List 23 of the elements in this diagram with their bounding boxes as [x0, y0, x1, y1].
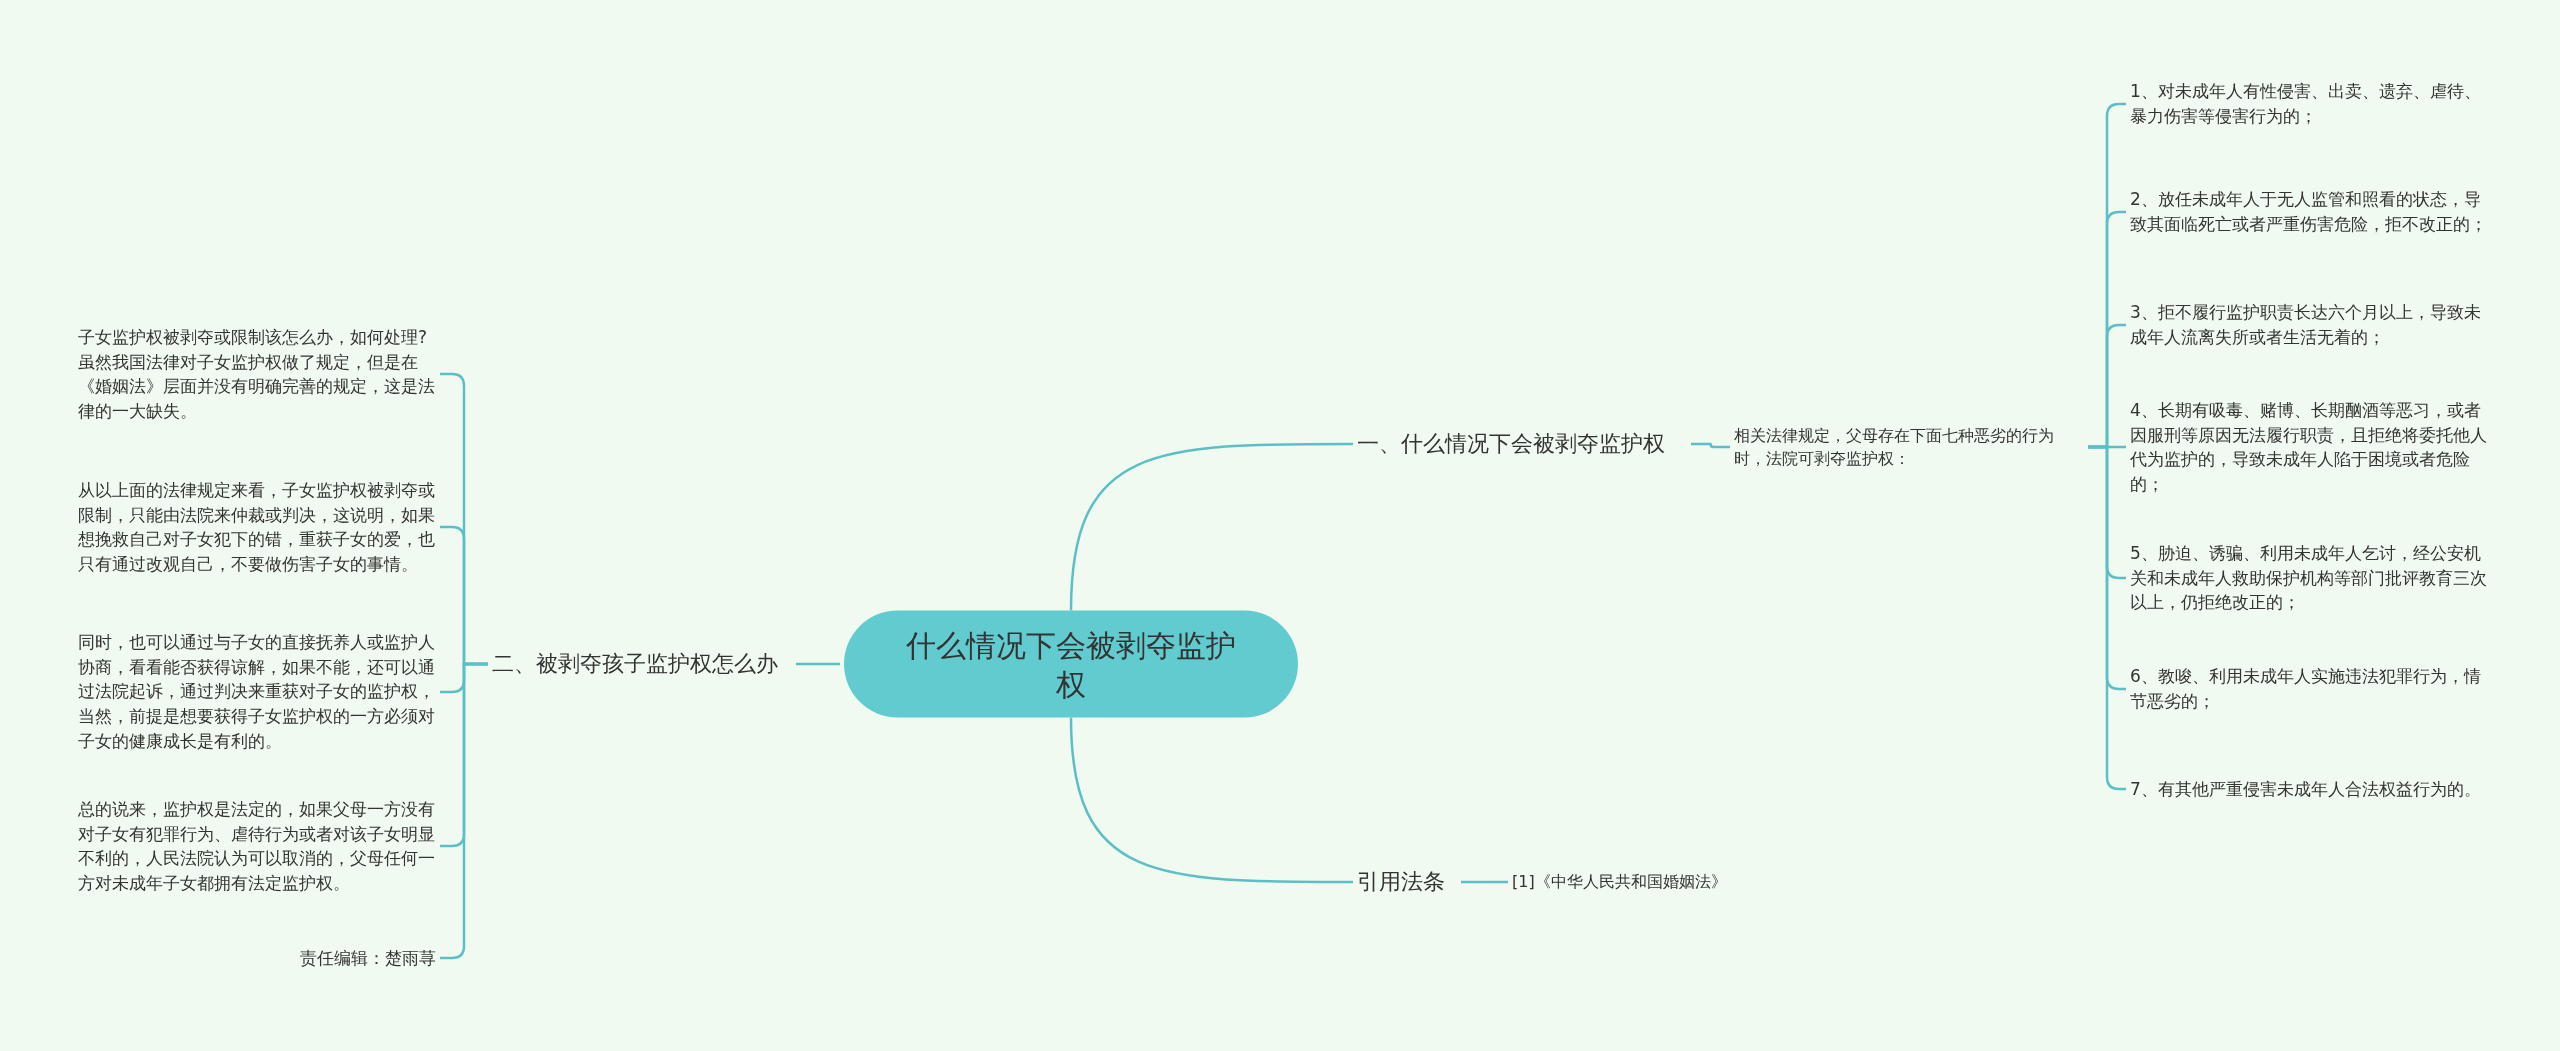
branch-topic-text: 一、什么情况下会被剥夺监护权: [1357, 429, 1666, 458]
note-text: 6、教唆、利用未成年人实施违法犯罪行为，情节恶劣的；: [2130, 665, 2482, 713]
connector-line: [1461, 880, 1508, 884]
branch-topic-text: 二、被剥夺孩子监护权怎么办: [492, 649, 779, 678]
connector-line: [796, 662, 840, 666]
connector-line: [1069, 717, 1353, 884]
note-text: 责任编辑：楚雨荨: [299, 946, 436, 970]
note-text: 5、胁迫、诱骗、利用未成年人乞讨，经公安机关和未成年人救助保护机构等部门批评教育三次以上，仍拒绝改正的；: [2130, 542, 2488, 615]
note-text: 1、对未成年人有性侵害、出卖、遗弃、虐待、暴力伤害等侵害行为的；: [2130, 80, 2482, 128]
note-text: 同时，也可以通过与子女的直接抚养人或监护人协商，看看能否获得谅解，如果不能，还可以通过法院起诉，通过判决来重获对子女的监护权，当然，前提是想要获得子女监护权的一方必须对子女的健康成长是有利的。: [78, 631, 436, 753]
note-text: 2、放任未成年人于无人监管和照看的状态，导致其面临死亡或者严重伤害危险，拒不改正的；: [2130, 188, 2488, 236]
note-text: 3、拒不履行监护职责长达六个月以上，导致未成年人流离失所或者生活无着的；: [2130, 301, 2482, 349]
note-text: 子女监护权被剥夺或限制该怎么办，如何处理?虽然我国法律对子女监护权做了规定，但是在《婚姻法》层面并没有明确完善的规定，这是法律的一大缺失。: [78, 325, 436, 423]
note-text: 总的说来，监护权是法定的，如果父母一方没有对子女有犯罪行为、虐待行为或者对该子女明显不利的，人民法院认为可以取消的，父母任何一方对未成年子女都拥有法定监护权。: [78, 797, 436, 895]
note-text: 相关法律规定，父母存在下面七种恶劣的行为时，法院可剥夺监护权：: [1734, 424, 2055, 470]
connector-line: [1069, 442, 1353, 611]
note-text: [1]《中华人民共和国婚姻法》: [1512, 871, 1728, 894]
branch-topic-text: 引用法条: [1357, 867, 1446, 896]
note-text: 7、有其他严重侵害未成年人合法权益行为的。: [2130, 777, 2482, 801]
connector-line: [1691, 442, 1730, 449]
note-text: 4、长期有吸毒、赌博、长期酗酒等恶习，或者因服刑等原因无法履行职责，且拒绝将委托他人代为监护的，导致未成年人陷于困境或者危险的；: [2130, 398, 2488, 496]
note-text: 从以上面的法律规定来看，子女监护权被剥夺或限制，只能由法院来仲裁或判决，这说明，如果想挽救自己对子女犯下的错，重获子女的爱，也只有通过改观自己，不要做伤害子女的事情。: [78, 478, 436, 576]
central-topic-text: 什么情况下会被剥夺监护权: [905, 626, 1237, 703]
